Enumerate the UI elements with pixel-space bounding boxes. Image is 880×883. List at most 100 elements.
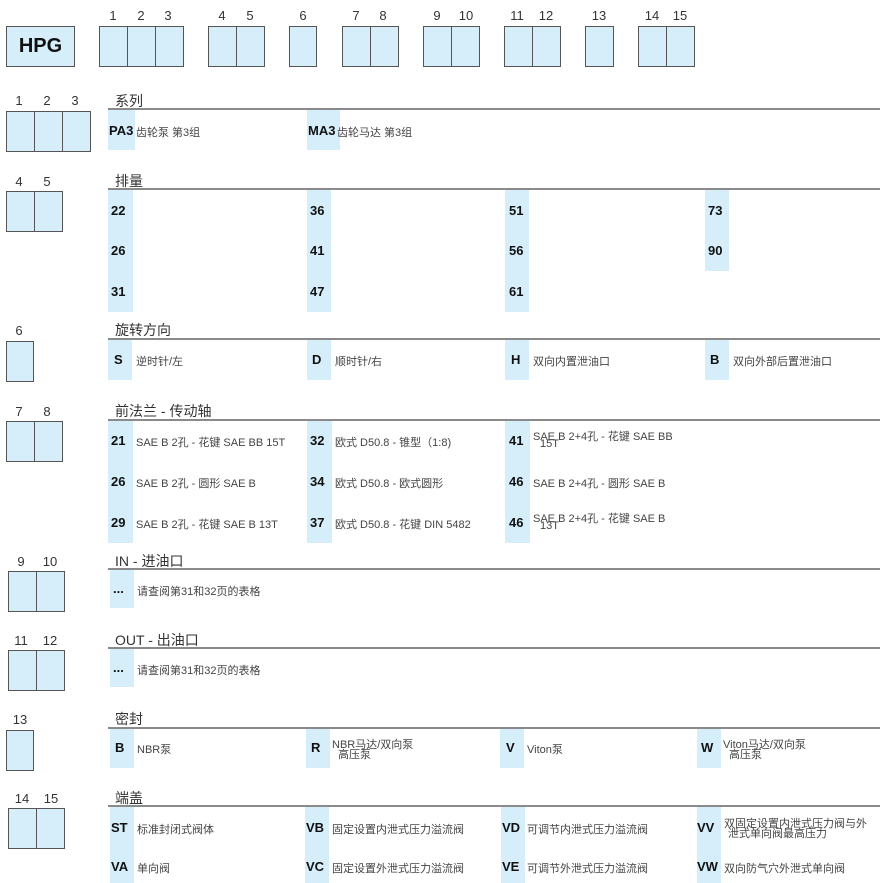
option-desc: 双固定设置内泄式压力阀与外	[724, 818, 867, 830]
rotation-slot	[6, 341, 34, 382]
code-slot-10[interactable]	[451, 26, 480, 67]
option-code[interactable]: 21	[111, 433, 126, 448]
outlet-slot	[8, 650, 37, 691]
option-code[interactable]: 61	[509, 284, 524, 299]
code-slot-15[interactable]	[666, 26, 695, 67]
option-code[interactable]: 46	[509, 474, 524, 489]
option-code[interactable]: 22	[111, 203, 126, 218]
option-code[interactable]: H	[511, 352, 521, 367]
code-slot-14[interactable]	[638, 26, 667, 67]
code-slot-3[interactable]	[155, 26, 184, 67]
position-number: 4	[218, 8, 226, 23]
option-code[interactable]: W	[701, 740, 714, 755]
option-code[interactable]: D	[312, 352, 322, 367]
option-code[interactable]: 32	[310, 433, 325, 448]
position-number: 4	[15, 174, 23, 189]
option-code[interactable]: 73	[708, 203, 723, 218]
code-slot-4[interactable]	[208, 26, 237, 67]
option-code[interactable]: VB	[306, 820, 325, 835]
code-slot-7[interactable]	[342, 26, 371, 67]
option-desc: 逆时针/左	[136, 356, 184, 368]
divider	[108, 805, 880, 807]
option-desc: 欧式 D50.8 - 花键 DIN 5482	[335, 519, 471, 531]
position-number: 14	[644, 8, 660, 23]
position-number: 6	[15, 323, 23, 338]
option-code[interactable]: 51	[509, 203, 524, 218]
code-highlight	[306, 729, 330, 768]
position-number: 1	[15, 93, 23, 108]
position-number: 2	[43, 93, 51, 108]
option-desc-line2: 高压泵	[729, 749, 762, 761]
code-slot-12[interactable]	[532, 26, 561, 67]
option-desc: 顺时针/右	[335, 356, 383, 368]
option-code[interactable]: 31	[111, 284, 126, 299]
option-code[interactable]: 46	[509, 515, 524, 530]
option-code[interactable]: V	[506, 740, 515, 755]
option-desc: SAE B 2孔 - 花键 SAE BB 15T	[136, 437, 286, 449]
option-code[interactable]: MA3	[308, 123, 336, 138]
option-code[interactable]: B	[115, 740, 125, 755]
position-number: 7	[352, 8, 360, 23]
prefix-label: HPG	[18, 35, 63, 57]
option-code[interactable]: VV	[697, 820, 715, 835]
option-code[interactable]: 56	[509, 243, 524, 258]
option-code[interactable]: 37	[310, 515, 325, 530]
position-number: 6	[299, 8, 307, 23]
end-cover-slot	[8, 808, 37, 849]
option-code[interactable]: PA3	[109, 123, 134, 138]
code-highlight	[110, 570, 134, 608]
divider	[108, 188, 880, 190]
option-code[interactable]: 34	[310, 474, 325, 489]
code-slot-8[interactable]	[370, 26, 399, 67]
option-desc: 双向外部后置泄油口	[733, 356, 832, 368]
option-desc: 可调节内泄式压力溢流阀	[527, 824, 648, 836]
option-code[interactable]: 29	[111, 515, 126, 530]
code-highlight	[108, 421, 133, 543]
displacement-slot	[34, 191, 63, 232]
code-slot-2[interactable]	[127, 26, 156, 67]
option-code[interactable]: ...	[113, 660, 124, 675]
code-slot-5[interactable]	[236, 26, 265, 67]
option-code[interactable]: B	[710, 352, 720, 367]
code-slot-1[interactable]	[99, 26, 128, 67]
section-title: 前法兰 - 传动轴	[115, 403, 212, 419]
divider	[108, 568, 880, 570]
code-highlight	[697, 807, 721, 883]
flange-slot	[6, 421, 35, 462]
option-code[interactable]: 26	[111, 243, 126, 258]
option-code[interactable]: 47	[310, 284, 325, 299]
code-highlight	[501, 807, 525, 883]
position-number: 8	[379, 8, 387, 23]
option-code[interactable]: 41	[310, 243, 325, 258]
option-code[interactable]: S	[114, 352, 123, 367]
option-code[interactable]: VC	[306, 859, 325, 874]
option-desc: Viton马达/双向泵	[723, 739, 806, 751]
option-code[interactable]: VD	[502, 820, 521, 835]
code-highlight	[307, 421, 332, 543]
code-slot-13[interactable]	[585, 26, 614, 67]
option-code[interactable]: 36	[310, 203, 325, 218]
option-code[interactable]: 90	[708, 243, 723, 258]
code-slot-6[interactable]	[289, 26, 317, 67]
option-code[interactable]: VE	[502, 859, 520, 874]
divider	[108, 338, 880, 340]
code-highlight	[305, 807, 329, 883]
option-code[interactable]: ST	[111, 820, 128, 835]
code-slot-9[interactable]	[423, 26, 452, 67]
option-code[interactable]: 26	[111, 474, 126, 489]
position-number: 13	[591, 8, 607, 23]
option-code[interactable]: ...	[113, 581, 124, 596]
option-desc: SAE B 2孔 - 圆形 SAE B	[136, 478, 256, 490]
option-code[interactable]: 41	[509, 433, 524, 448]
position-number: 7	[15, 404, 23, 419]
code-highlight	[108, 110, 135, 150]
inlet-slot	[36, 571, 65, 612]
position-number: 5	[246, 8, 254, 23]
option-code[interactable]: VW	[697, 859, 718, 874]
option-desc: 齿轮马达 第3组	[337, 127, 413, 139]
option-code[interactable]: R	[311, 740, 321, 755]
section-title: 系列	[115, 93, 143, 109]
code-slot-11[interactable]	[504, 26, 533, 67]
option-code[interactable]: VA	[111, 859, 129, 874]
series-slot	[62, 111, 91, 152]
